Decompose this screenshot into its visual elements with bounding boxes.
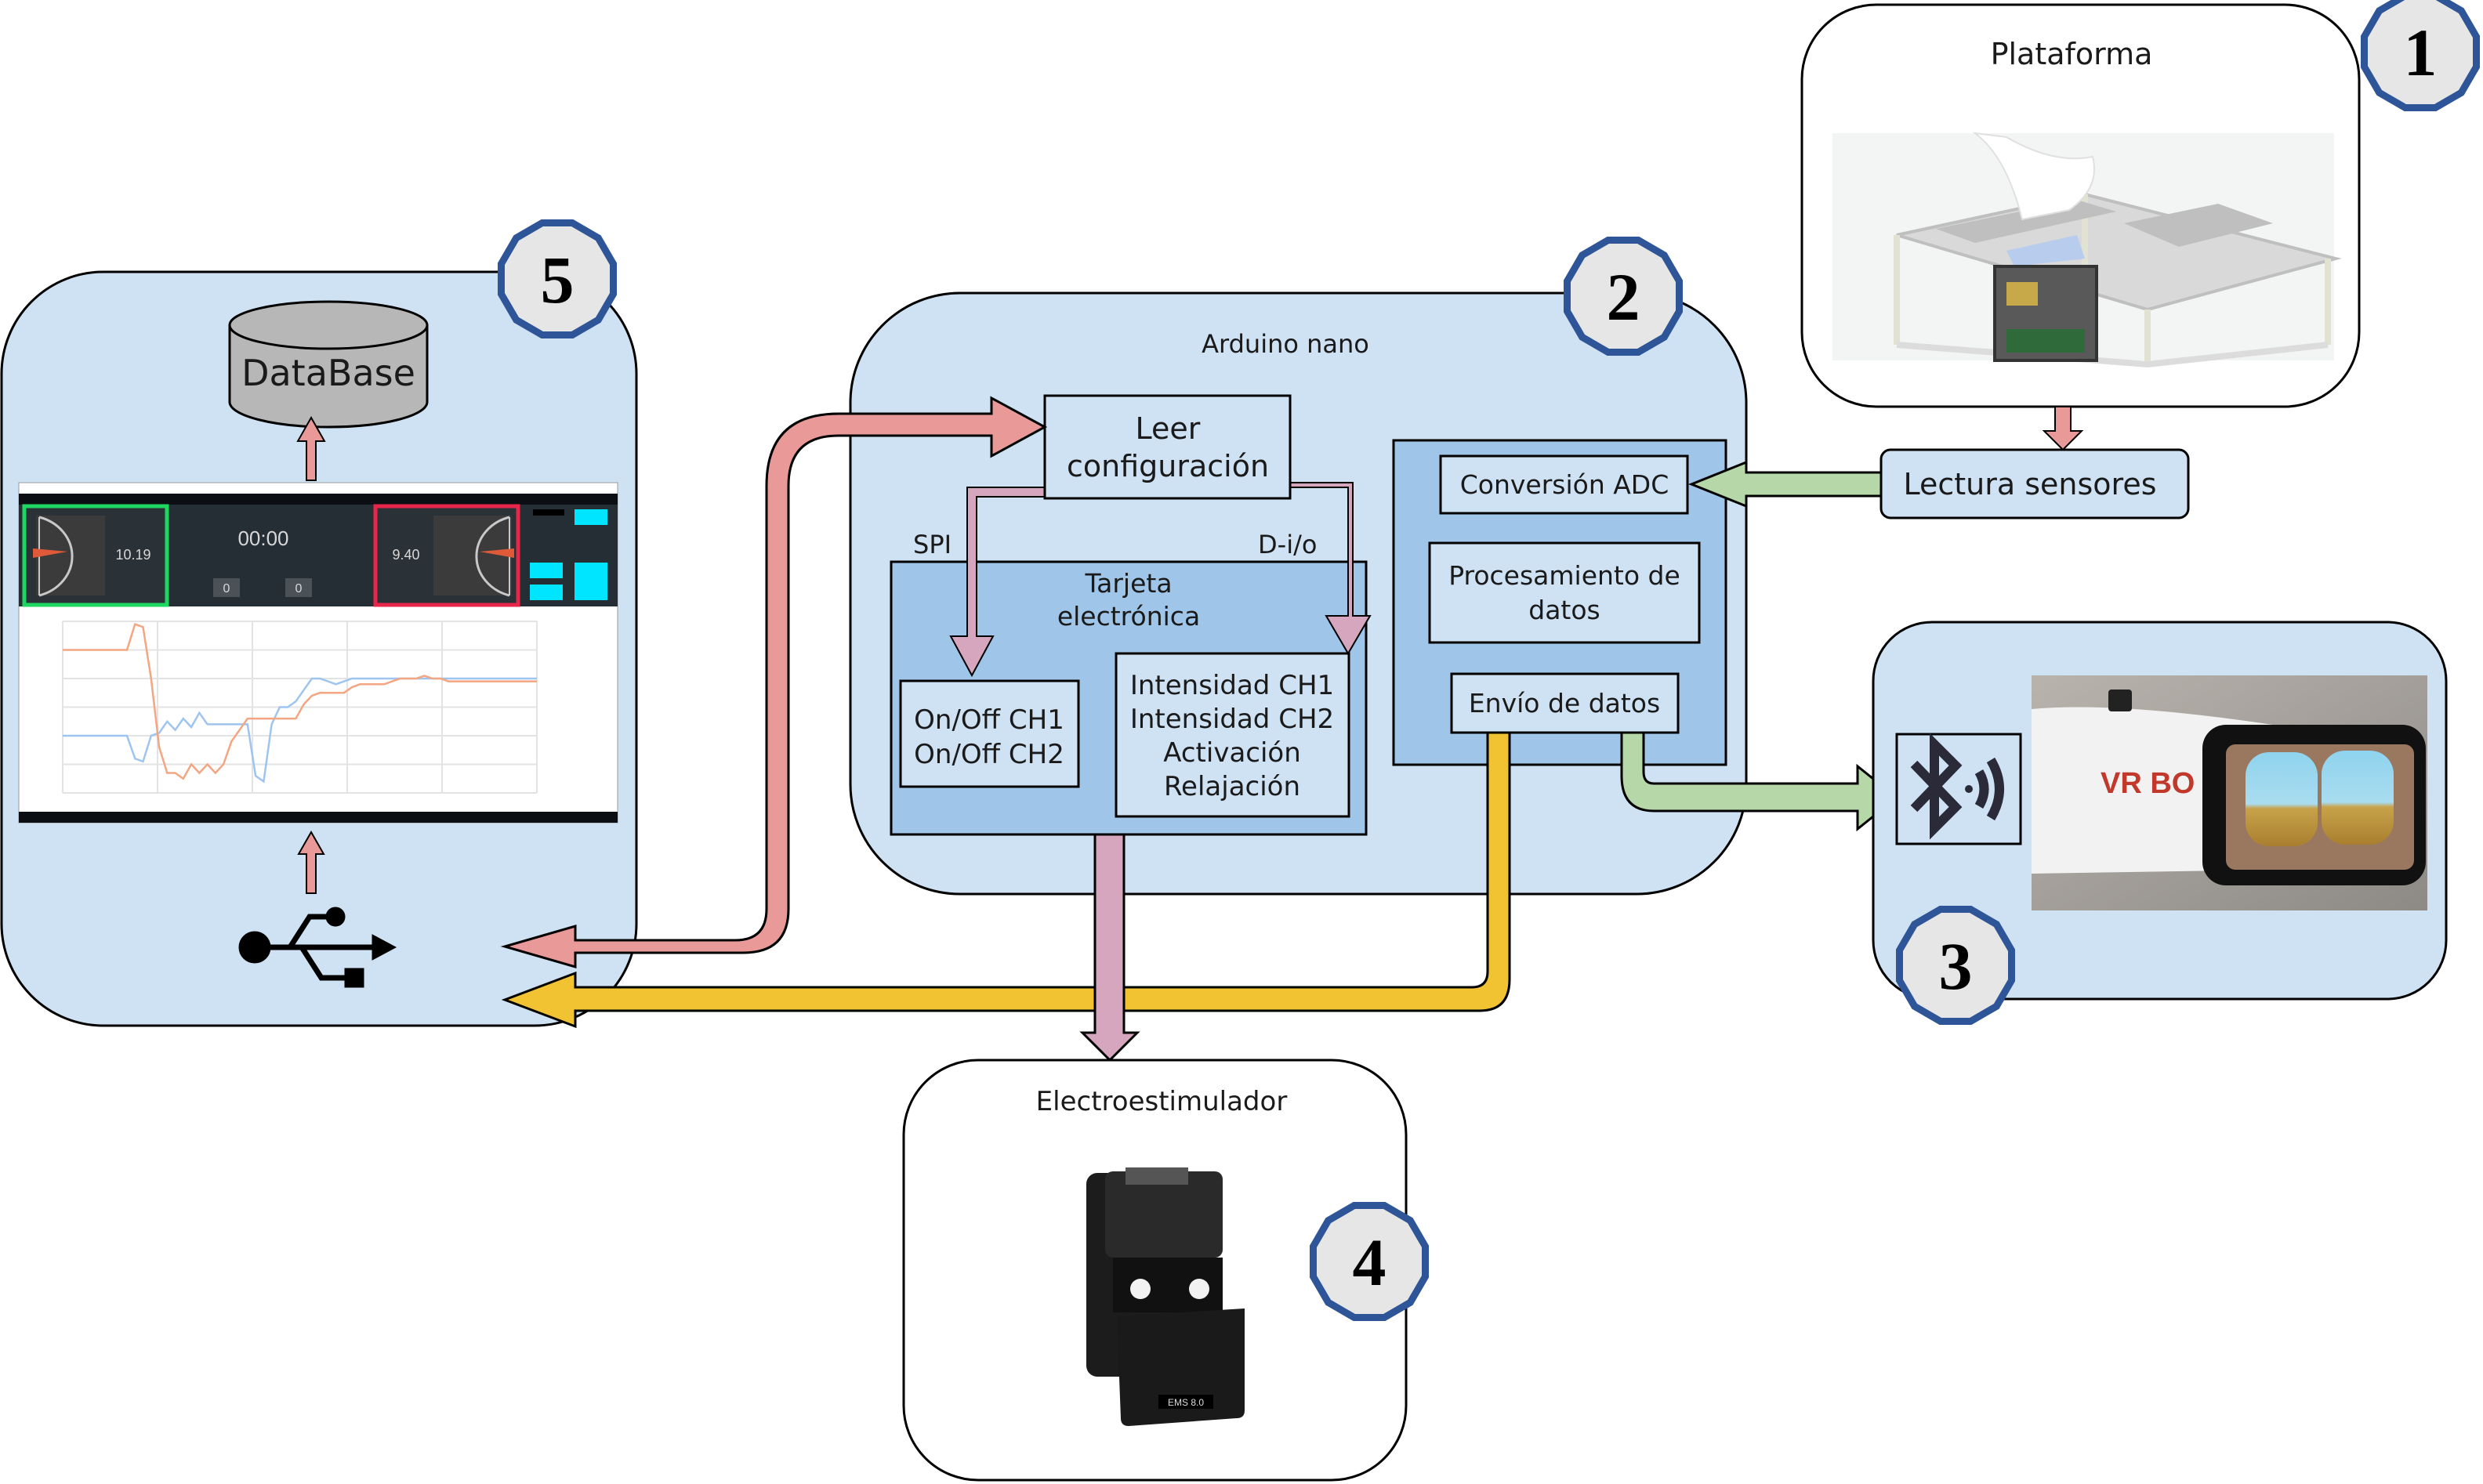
minutes-value: 0	[223, 582, 230, 595]
intensidad-line-2: Intensidad CH2	[1130, 704, 1334, 735]
software-button-big[interactable]	[575, 563, 607, 600]
arrow-plataforma-sensores	[2042, 406, 2084, 451]
database-label: DataBase	[241, 352, 415, 394]
chart-line-series-orange	[63, 622, 537, 780]
intensidad-line-4: Relajación	[1164, 771, 1300, 802]
vr-block: VR BO	[1872, 621, 2448, 1001]
onoff-box	[899, 679, 1080, 788]
conversion-adc-label: Conversión ADC	[1460, 469, 1669, 500]
badge-shape	[2361, 0, 2480, 111]
envio-box	[1450, 672, 1680, 734]
badge-3: 3	[1896, 906, 2015, 1025]
intensidad-line-1: Intensidad CH1	[1130, 670, 1334, 701]
arrow-to-software	[297, 830, 325, 894]
intensidad-line-3: Activación	[1163, 737, 1301, 769]
onoff-line-2: On/Off CH2	[914, 739, 1064, 770]
software-screenshot: 10.19 00:00 0 0 9.40	[18, 482, 618, 823]
bluetooth-icon	[1910, 733, 2004, 840]
tarjeta-line-2: electrónica	[1057, 601, 1200, 632]
seconds-value: 0	[295, 582, 303, 595]
intensidad-box	[1115, 652, 1350, 818]
leer-config-line-1: Leer	[1136, 411, 1201, 446]
arduino-block: Arduino nano Tarjeta electrónica On/Off …	[849, 291, 1748, 896]
onoff-line-1: On/Off CH1	[914, 704, 1064, 736]
procesamiento-line-2: datos	[1528, 595, 1600, 625]
leer-config-line-2: configuración	[1067, 449, 1269, 483]
arduino-title: Arduino nano	[1202, 329, 1369, 359]
conversion-adc-box	[1439, 454, 1689, 515]
arrow-to-database	[296, 415, 326, 481]
platform-render-image	[1832, 132, 2342, 368]
dio-label: D-i/o	[1258, 530, 1317, 559]
badge-2: 2	[1564, 237, 1683, 356]
left-gauge-value: 10.19	[115, 547, 150, 563]
plataforma-block: Plataforma Lectura sensores	[1800, 3, 2361, 519]
right-gauge-value: 9.40	[392, 547, 419, 563]
ems-device-photo: EMS 8.0	[1086, 1167, 1245, 1426]
arrow-envio-pc	[501, 731, 1511, 1029]
vr-brand-text: VR BO	[2101, 767, 2195, 800]
lectura-sensores-label: Lectura sensores	[1903, 467, 2156, 501]
pc-block: DataBase 10.19 00:00 0 0	[0, 270, 638, 1027]
taskbar	[19, 812, 618, 823]
arrow-sensores-adc	[1687, 460, 1883, 509]
chart-line-series-blue	[63, 677, 537, 784]
elapsed-time: 00:00	[237, 527, 288, 550]
spi-label: SPI	[913, 530, 952, 559]
badge-5: 5	[498, 219, 617, 338]
envio-label: Envío de datos	[1469, 688, 1660, 718]
software-button-mid[interactable]	[530, 563, 563, 578]
badge-1: 1	[2361, 0, 2480, 111]
badge-shape	[1310, 1202, 1429, 1321]
arrow-dio	[1285, 482, 1372, 655]
badge-shape	[1564, 237, 1683, 356]
electro-title: Electroestimulador	[1036, 1086, 1288, 1117]
badge-number: 4	[1353, 1225, 1386, 1300]
procesamiento-line-1: Procesamiento de	[1448, 560, 1680, 591]
badge-number: 3	[1939, 928, 1973, 1004]
badges: 1 2 3 4 5	[498, 0, 2480, 1321]
procesamiento-box	[1428, 541, 1701, 644]
usb-icon	[238, 907, 397, 988]
badge-number: 5	[541, 242, 575, 317]
leer-config-box	[1043, 394, 1292, 500]
database-cylinder: DataBase	[228, 300, 429, 429]
arrow-pc-arduino	[500, 396, 1048, 968]
software-chart	[62, 621, 538, 794]
electro-block: Electroestimulador EMS 8.0	[902, 1059, 1408, 1482]
vr-headset-photo: VR BO	[2032, 675, 2427, 910]
plataforma-title: Plataforma	[1991, 37, 2153, 71]
software-button-top[interactable]	[575, 509, 607, 525]
arrow-spi	[949, 487, 1057, 678]
lectura-sensores-box	[1879, 448, 2190, 519]
badge-number: 1	[2404, 15, 2438, 90]
software-slider[interactable]	[533, 509, 564, 516]
software-button-low[interactable]	[530, 585, 563, 600]
ems-device-label: EMS 8.0	[1168, 1397, 1204, 1408]
badge-shape	[1896, 906, 2015, 1025]
tarjeta-line-1: Tarjeta	[1084, 568, 1172, 599]
arrow-tarjeta-electro	[1079, 833, 1140, 1062]
badge-4: 4	[1310, 1202, 1429, 1321]
badge-shape	[498, 219, 617, 338]
badge-number: 2	[1607, 259, 1640, 335]
